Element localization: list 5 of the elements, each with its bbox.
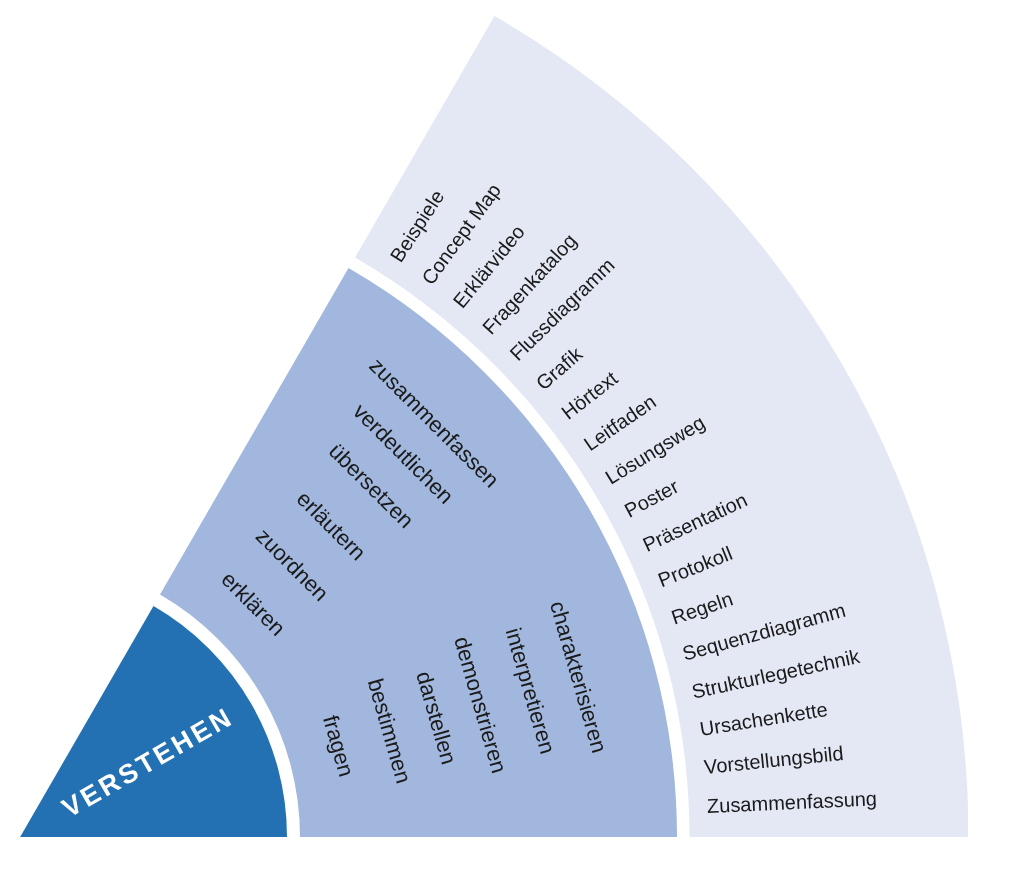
word-label: darstellen bbox=[412, 668, 460, 767]
word-label: fragen bbox=[319, 712, 358, 779]
word-label: Vorstellungsbild bbox=[703, 743, 845, 778]
word-label: Zusammenfassung bbox=[706, 788, 878, 816]
word-label: Ursachenkette bbox=[697, 699, 829, 740]
